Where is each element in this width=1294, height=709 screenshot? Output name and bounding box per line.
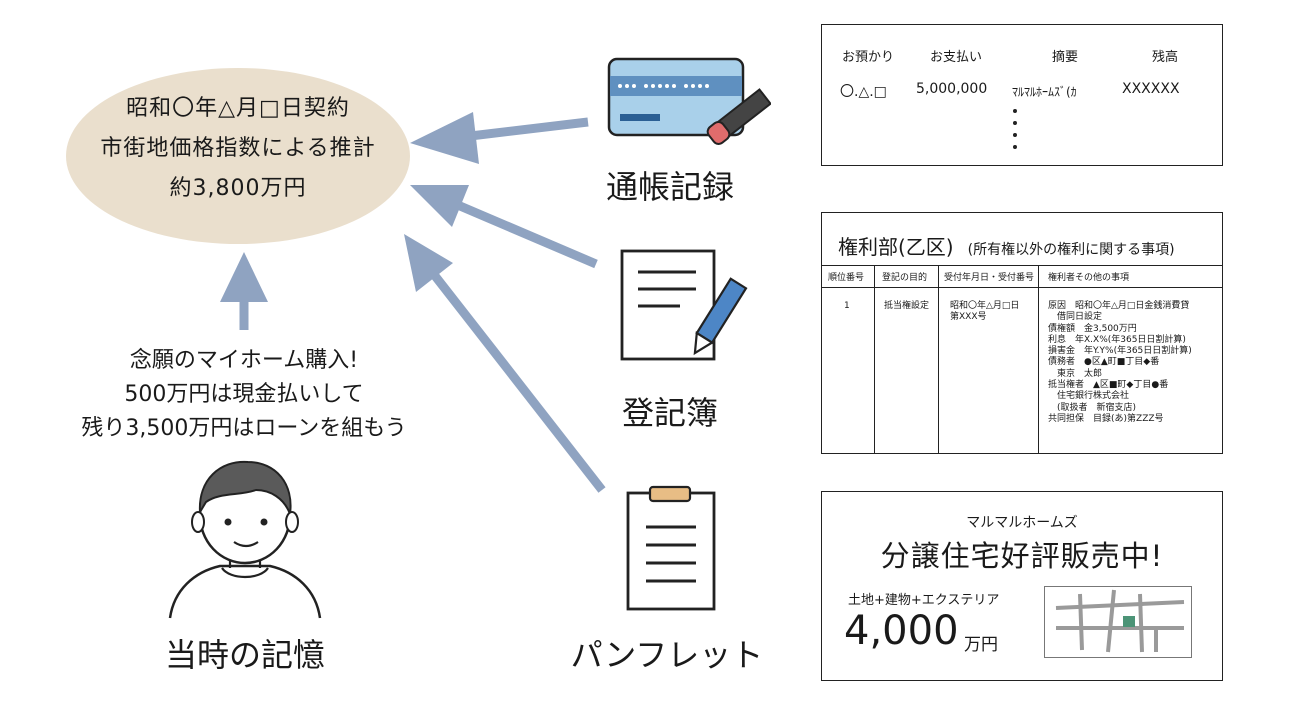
pamphlet-headline: 分譲住宅好評販売中! [880, 539, 1164, 573]
table-divider [822, 265, 1222, 266]
ellipsis-dot [1013, 133, 1017, 137]
passbook-row-balance: XXXXXX [1122, 81, 1180, 97]
passbook-header-deposit: お預かり [842, 50, 895, 65]
passbook-header-summary: 摘要 [1052, 50, 1079, 65]
arrow-passbook-head [410, 112, 479, 164]
estimate-amount: 約3,800万円 [169, 176, 307, 201]
pamphlet-box: マルマルホームズ 分譲住宅好評販売中! 土地+建物+エクステリア 4,000 万… [821, 491, 1223, 681]
arrow-memory-head [220, 252, 268, 302]
pamphlet-label: パンフレット [570, 636, 764, 674]
registry-receipt: 昭和〇年△月□日 第XXX号 [950, 301, 1020, 323]
table-divider [874, 265, 875, 453]
arrow-passbook [461, 117, 589, 142]
registry-header-receipt: 受付年月日・受付番号 [944, 273, 1035, 283]
arrow-pamphlet-head [404, 234, 453, 292]
ellipsis-dot [1013, 145, 1017, 149]
table-divider [1038, 265, 1039, 453]
registry-title: 権利部(乙区) (所有権以外の権利に関する事項) [838, 231, 1175, 260]
registry-details: 原因 昭和〇年△月□日金銭消費貸 借同日設定 債権額 金3,500万円 利息 年… [1048, 301, 1192, 424]
passbook-row-amount: 5,000,000 [916, 81, 988, 97]
person-icon [168, 460, 322, 619]
pamphlet-subtitle: 土地+建物+エクステリア [848, 593, 1000, 608]
estimate-contract-date: 昭和〇年△月□日契約 [126, 96, 350, 121]
passbook-row-summary: ﾏﾙﾏﾙﾎｰﾑｽﾞ(ｶ [1012, 85, 1077, 99]
passbook-record-box: お預かり お支払い 摘要 残高 〇.△.□ 5,000,000 ﾏﾙﾏﾙﾎｰﾑｽ… [821, 24, 1223, 166]
arrow-registry [444, 195, 598, 269]
registry-record-box: 権利部(乙区) (所有権以外の権利に関する事項) 順位番号 登記の目的 受付年月日… [821, 212, 1223, 454]
ellipsis-dot [1013, 109, 1017, 113]
memory-line-2: 500万円は現金払いして [124, 382, 364, 407]
memory-line-3: 残り3,500万円はローンを組もう [81, 416, 407, 441]
registry-document-icon [620, 249, 748, 361]
passbook-header-payment: お支払い [930, 50, 983, 65]
map-icon [1044, 586, 1192, 658]
clipboard-icon [626, 485, 716, 611]
estimate-method: 市街地価格指数による推計 [100, 136, 376, 161]
registry-label: 登記簿 [621, 394, 718, 432]
registry-header-rank: 順位番号 [828, 273, 865, 283]
table-divider [822, 287, 1222, 288]
table-divider [938, 265, 939, 453]
memory-line-1: 念願のマイホーム購入! [129, 348, 359, 373]
pamphlet-price-unit: 万円 [964, 635, 998, 655]
bankbook-icon [607, 57, 771, 145]
registry-title-sub: (所有権以外の権利に関する事項) [967, 242, 1175, 258]
arrow-pamphlet [428, 269, 606, 493]
registry-rank: 1 [844, 301, 850, 311]
ellipsis-dot [1013, 121, 1017, 125]
passbook-header-balance: 残高 [1152, 50, 1179, 65]
passbook-label: 通帳記録 [605, 168, 734, 206]
memory-label: 当時の記憶 [164, 636, 325, 674]
registry-purpose: 抵当権設定 [884, 301, 930, 311]
passbook-row-date: 〇.△.□ [840, 84, 887, 100]
pamphlet-price: 4,000 [844, 608, 959, 654]
pamphlet-brand: マルマルホームズ [966, 515, 1078, 531]
arrow-registry-head [410, 185, 469, 227]
registry-header-purpose: 登記の目的 [882, 273, 928, 283]
registry-title-main: 権利部(乙区) [838, 235, 954, 259]
estimate-bubble: 昭和〇年△月□日契約 市街地価格指数による推計 約3,800万円 [66, 68, 410, 244]
registry-header-details: 権利者その他の事項 [1048, 273, 1130, 283]
